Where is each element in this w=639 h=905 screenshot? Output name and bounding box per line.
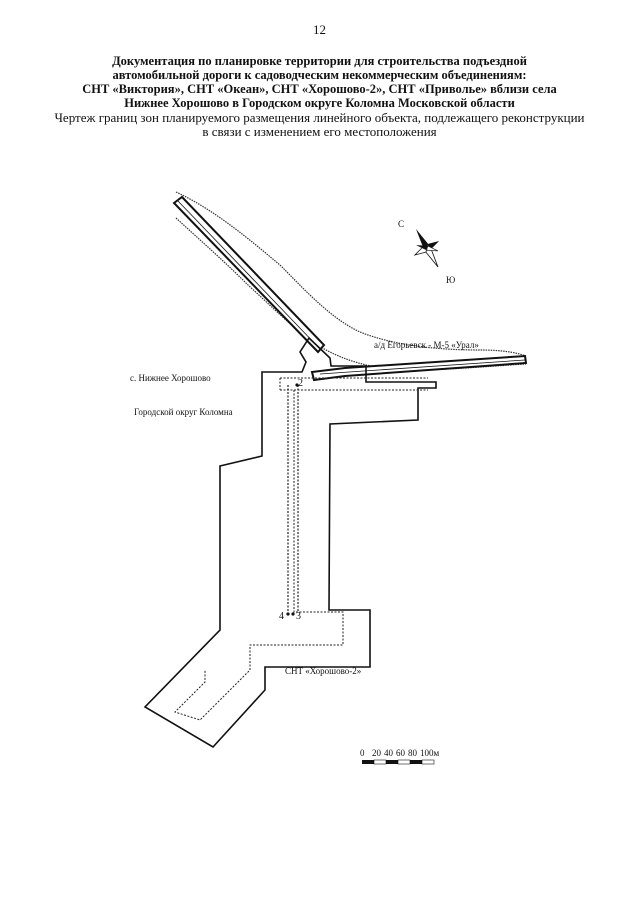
existing-road-axis bbox=[287, 385, 299, 612]
title-line-4: Нижнее Хорошово в Городском округе Колом… bbox=[124, 96, 515, 110]
point-4-marker bbox=[286, 612, 290, 616]
road-label: а/д Егорьевск - М-5 «Урал» bbox=[374, 340, 479, 350]
point-2-marker bbox=[295, 383, 299, 387]
point-2-label: 2 bbox=[298, 378, 303, 389]
scale-tick-60: 60 bbox=[396, 748, 406, 758]
document-header: Документация по планировке территории дл… bbox=[20, 54, 619, 139]
linear-object-road bbox=[310, 354, 528, 382]
scale-tick-20: 20 bbox=[372, 748, 382, 758]
existing-road-dashed-contour bbox=[174, 377, 428, 721]
scale-tick-0: 0 bbox=[360, 748, 365, 758]
village-label: с. Нижнее Хорошово bbox=[130, 373, 211, 383]
title-line-2: автомобильной дороги к садоводческим нек… bbox=[112, 68, 527, 82]
point-4-label: 4 bbox=[279, 611, 284, 622]
snt-label: СНТ «Хорошово-2» bbox=[285, 666, 361, 676]
planned-zone-boundary bbox=[143, 336, 437, 749]
district-label: Городской округ Коломна bbox=[134, 407, 233, 417]
title-line-3: СНТ «Виктория», СНТ «Океан», СНТ «Хорошо… bbox=[82, 82, 557, 96]
scale-tick-40: 40 bbox=[384, 748, 394, 758]
linear-object-diagonal-inner bbox=[177, 200, 321, 350]
scale-bar: 0 20 40 60 80 100м bbox=[360, 748, 440, 765]
subtitle-line-2: в связи с изменением его местоположения bbox=[202, 124, 437, 139]
point-3-marker bbox=[291, 612, 295, 616]
linear-object-road-inner bbox=[319, 359, 526, 375]
scale-tick-100m: 100м bbox=[420, 748, 440, 758]
compass-south-label: Ю bbox=[446, 275, 455, 285]
compass-rose-icon bbox=[413, 228, 440, 268]
title-line-1: Документация по планировке территории дл… bbox=[112, 54, 527, 68]
page-number: 12 bbox=[313, 22, 326, 37]
point-3-label: 3 bbox=[296, 611, 301, 622]
road-edge-upper bbox=[175, 191, 527, 357]
scale-tick-80: 80 bbox=[408, 748, 418, 758]
compass-north-label: С bbox=[398, 219, 404, 229]
subtitle-line-1: Чертеж границ зон планируемого размещени… bbox=[54, 110, 585, 125]
